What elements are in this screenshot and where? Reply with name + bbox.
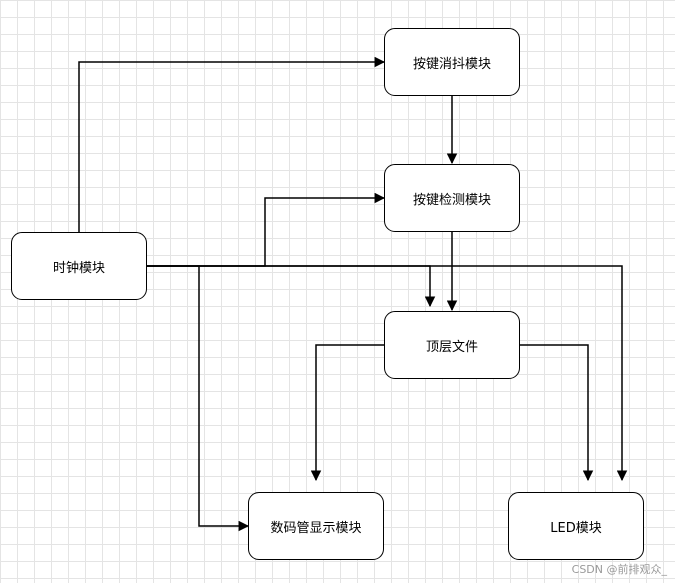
node-detect-label: 按键检测模块	[412, 192, 491, 208]
edge-clock-to-led	[147, 265, 628, 482]
edge-clock-to-debounce	[78, 56, 386, 232]
node-top[interactable]: 顶层文件	[384, 311, 520, 379]
node-clock[interactable]: 时钟模块	[11, 232, 147, 300]
node-seg-label: 数码管显示模块	[270, 520, 362, 536]
watermark: CSDN @前排观众_	[571, 563, 667, 576]
edge-clock-to-top	[147, 265, 436, 308]
edge-top-to-seg	[310, 344, 384, 482]
node-clock-label: 时钟模块	[52, 260, 105, 276]
edge-clock-to-seg	[147, 265, 250, 532]
node-detect[interactable]: 按键检测模块	[384, 164, 520, 232]
node-debounce-label: 按键消抖模块	[412, 56, 491, 72]
node-seg[interactable]: 数码管显示模块	[248, 492, 384, 560]
edge-top-to-led	[520, 344, 594, 482]
node-debounce[interactable]: 按键消抖模块	[384, 28, 520, 96]
node-top-label: 顶层文件	[425, 339, 478, 355]
edge-clock-to-detect	[147, 192, 386, 267]
node-led[interactable]: LED模块	[508, 492, 644, 560]
node-led-label: LED模块	[550, 520, 602, 536]
